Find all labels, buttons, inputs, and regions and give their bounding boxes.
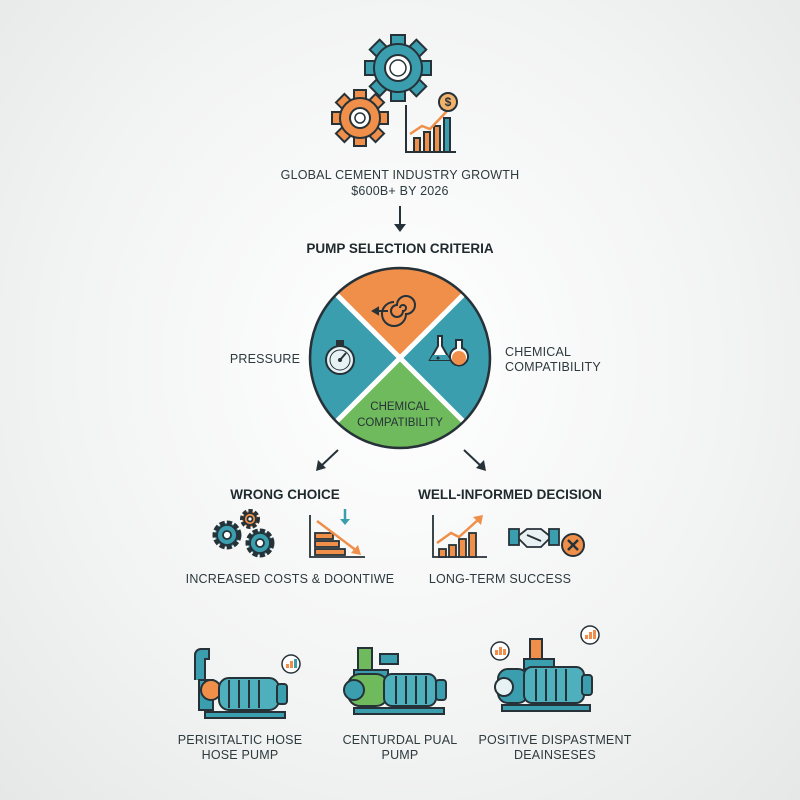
industry-growth-line2: $600B+ BY 2026: [351, 184, 449, 198]
wrong-choice-icons: [212, 509, 365, 558]
small-chart-badge-icon: [281, 654, 301, 674]
pressure-label: PRESSURE: [229, 352, 301, 366]
small-gears-icon: [212, 509, 275, 558]
well-informed-caption: LONG-TERM SUCCESS: [428, 572, 572, 586]
pump-1-line1: PERISITALTIC HOSE: [177, 733, 303, 747]
flow-spiral-icon: [371, 295, 416, 327]
pump-2-line2: PUMP: [381, 748, 419, 762]
pressure-gauge-icon: [325, 340, 355, 375]
gears-growth-illustration: $: [331, 34, 458, 153]
down-arrow-icon: [394, 206, 406, 232]
chemical-label-line1: CHEMICAL: [505, 345, 572, 359]
declining-chart-icon: [309, 509, 365, 558]
pump-1-line2: HOSE PUMP: [201, 748, 279, 762]
pump-2-line1: CENTURDAL PUAL: [342, 733, 458, 747]
chart-badge-right-icon: [580, 625, 600, 645]
handshake-icon: [508, 528, 560, 548]
orange-gear-icon: [331, 89, 389, 147]
wrong-choice-title: WRONG CHOICE: [230, 487, 340, 502]
growth-chart-icon: [405, 102, 456, 153]
wheel-bottom-line1: CHEMICAL: [370, 401, 430, 413]
well-informed-icons: [432, 515, 585, 558]
chemical-label-line2: COMPATIBILITY: [505, 360, 601, 374]
chart-badge-left-icon: [490, 641, 510, 661]
teal-gear-icon: [364, 34, 432, 102]
svg-text:$: $: [445, 95, 452, 109]
rising-chart-icon: [432, 515, 487, 558]
criteria-wheel: CHEMICAL COMPATIBILITY: [308, 266, 492, 450]
positive-displacement-pump-illustration: [490, 625, 600, 712]
wheel-bottom-line2: COMPATIBILITY: [357, 417, 443, 429]
pump-3-line2: DEAINSESES: [514, 748, 596, 762]
well-informed-title: WELL-INFORMED DECISION: [418, 487, 602, 502]
wrong-choice-caption: INCREASED COSTS & DOONTIWE: [185, 572, 395, 586]
arrow-left-down-icon: [316, 449, 339, 471]
peristaltic-pump-illustration: [194, 648, 301, 719]
chemical-flasks-icon: [428, 335, 469, 367]
industry-growth-line1: GLOBAL CEMENT INDUSTRY GROWTH: [280, 168, 520, 182]
pump-3-line1: POSITIVE DISPASTMENT: [478, 733, 632, 747]
arrow-right-down-icon: [463, 449, 486, 471]
cancel-badge-icon: [561, 533, 585, 557]
pump-criteria-title: PUMP SELECTION CRITERIA: [306, 241, 494, 256]
dollar-coin-icon: $: [438, 92, 458, 112]
centrifugal-pump-illustration: [343, 647, 447, 715]
